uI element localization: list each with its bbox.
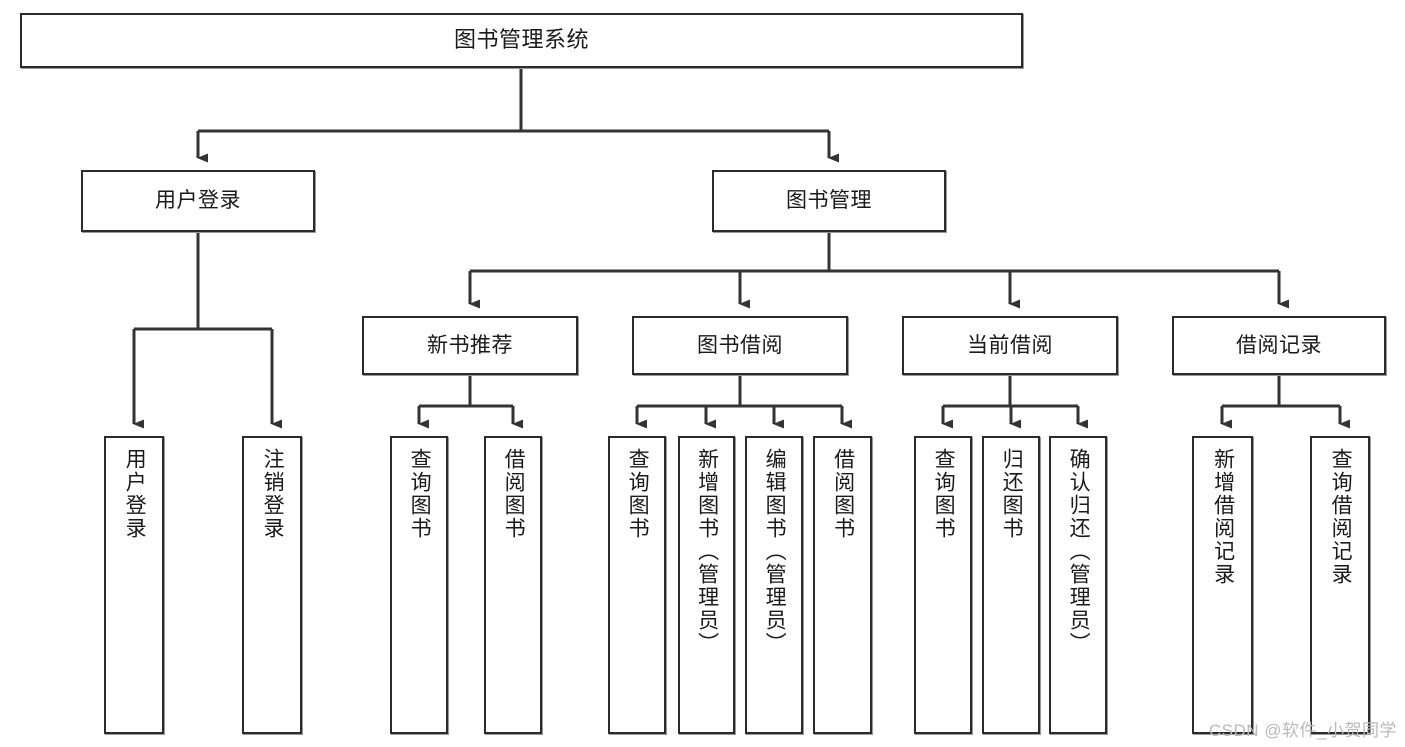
node-leaf-borrow-book[interactable]: 借阅图书 [813, 436, 872, 734]
node-label: 查询图书 [626, 448, 650, 540]
node-label: 借阅记录 [1236, 333, 1322, 357]
node-label: 查询借阅记录 [1329, 448, 1353, 586]
node-label: 用户登录 [155, 189, 241, 213]
node-leaf-query-book-borrow[interactable]: 查询图书 [608, 436, 666, 734]
node-leaf-user-login[interactable]: 用户登录 [104, 436, 164, 734]
node-label: 图书管理 [786, 189, 872, 213]
node-leaf-borrow-book-recommend[interactable]: 借阅图书 [484, 436, 542, 734]
node-leaf-query-book-current[interactable]: 查询图书 [914, 436, 972, 734]
node-leaf-edit-book-admin[interactable]: 编辑图书（管理员） [745, 436, 803, 734]
node-label: 查询图书 [408, 448, 432, 540]
node-label: 确认归还（管理员） [1067, 448, 1091, 655]
node-label: 编辑图书（管理员） [763, 448, 787, 655]
node-label: 新增借阅记录 [1211, 448, 1235, 586]
node-leaf-add-borrow-record[interactable]: 新增借阅记录 [1192, 436, 1253, 734]
node-label: 图书管理系统 [453, 27, 589, 53]
node-label: 图书借阅 [697, 333, 783, 357]
node-label: 注销登录 [261, 448, 285, 540]
node-label: 用户登录 [123, 448, 147, 540]
node-leaf-confirm-return-admin[interactable]: 确认归还（管理员） [1049, 436, 1107, 734]
node-label: 归还图书 [1000, 448, 1024, 540]
node-label: 借阅图书 [831, 448, 855, 540]
node-current-borrow[interactable]: 当前借阅 [902, 316, 1118, 375]
node-label: 新增图书（管理员） [695, 448, 719, 655]
node-leaf-logout[interactable]: 注销登录 [242, 436, 302, 734]
node-root-book-management-system[interactable]: 图书管理系统 [20, 13, 1023, 68]
node-label: 当前借阅 [967, 333, 1053, 357]
node-book-borrow[interactable]: 图书借阅 [632, 316, 848, 375]
node-new-book-recommend[interactable]: 新书推荐 [362, 316, 578, 375]
node-leaf-query-borrow-record[interactable]: 查询借阅记录 [1310, 436, 1370, 734]
node-leaf-return-book[interactable]: 归还图书 [982, 436, 1040, 734]
node-book-management[interactable]: 图书管理 [712, 170, 946, 232]
node-user-login[interactable]: 用户登录 [81, 170, 315, 232]
node-leaf-query-book-recommend[interactable]: 查询图书 [390, 436, 448, 734]
node-label: 借阅图书 [502, 448, 526, 540]
node-label: 新书推荐 [427, 333, 513, 357]
node-borrow-record[interactable]: 借阅记录 [1172, 316, 1386, 375]
node-label: 查询图书 [932, 448, 956, 540]
node-leaf-add-book-admin[interactable]: 新增图书（管理员） [678, 436, 735, 734]
